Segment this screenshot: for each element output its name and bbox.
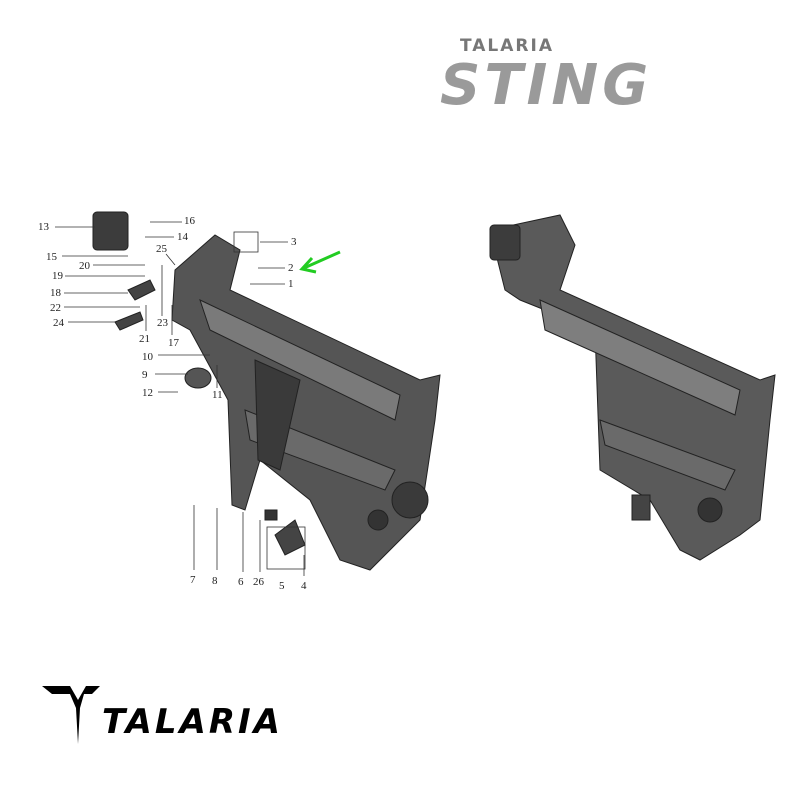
callout-5: 5 — [279, 580, 285, 592]
frame-assembled — [489, 214, 776, 561]
callout-23: 23 — [157, 317, 168, 329]
callout-15: 15 — [46, 251, 57, 263]
callout-25: 25 — [156, 243, 167, 255]
callout-11: 11 — [212, 389, 223, 401]
callout-3: 3 — [291, 236, 297, 248]
callout-10: 10 — [142, 351, 153, 363]
logo-sting: STING — [440, 53, 653, 118]
callout-9: 9 — [142, 369, 148, 381]
callout-26: 26 — [253, 576, 264, 588]
logo-talaria-small: TALARIA — [460, 36, 554, 56]
logo-talaria-word: TALARIA — [102, 702, 283, 742]
callout-16: 16 — [184, 215, 195, 227]
callout-8: 8 — [212, 575, 218, 587]
highlight-arrow — [299, 250, 341, 274]
callout-2: 2 — [288, 262, 294, 274]
talaria-emblem-icon — [42, 686, 100, 744]
talaria-logo: TALARIA — [40, 678, 340, 748]
callout-19: 19 — [52, 270, 63, 282]
callout-21: 21 — [139, 333, 150, 345]
callout-24: 24 — [53, 317, 64, 329]
callout-22: 22 — [50, 302, 61, 314]
callout-1: 1 — [288, 278, 294, 290]
callout-6: 6 — [238, 576, 244, 588]
callout-7: 7 — [190, 574, 196, 586]
callout-20: 20 — [79, 260, 90, 272]
leader-lines — [55, 221, 306, 576]
callout-18: 18 — [50, 287, 61, 299]
callout-17: 17 — [168, 337, 179, 349]
callout-14: 14 — [177, 231, 188, 243]
callout-4: 4 — [301, 580, 307, 592]
talaria-sting-logo: TALARIA STING — [420, 36, 760, 116]
callout-13: 13 — [38, 221, 49, 233]
callout-12: 12 — [142, 387, 153, 399]
frame-exploded — [92, 211, 441, 571]
